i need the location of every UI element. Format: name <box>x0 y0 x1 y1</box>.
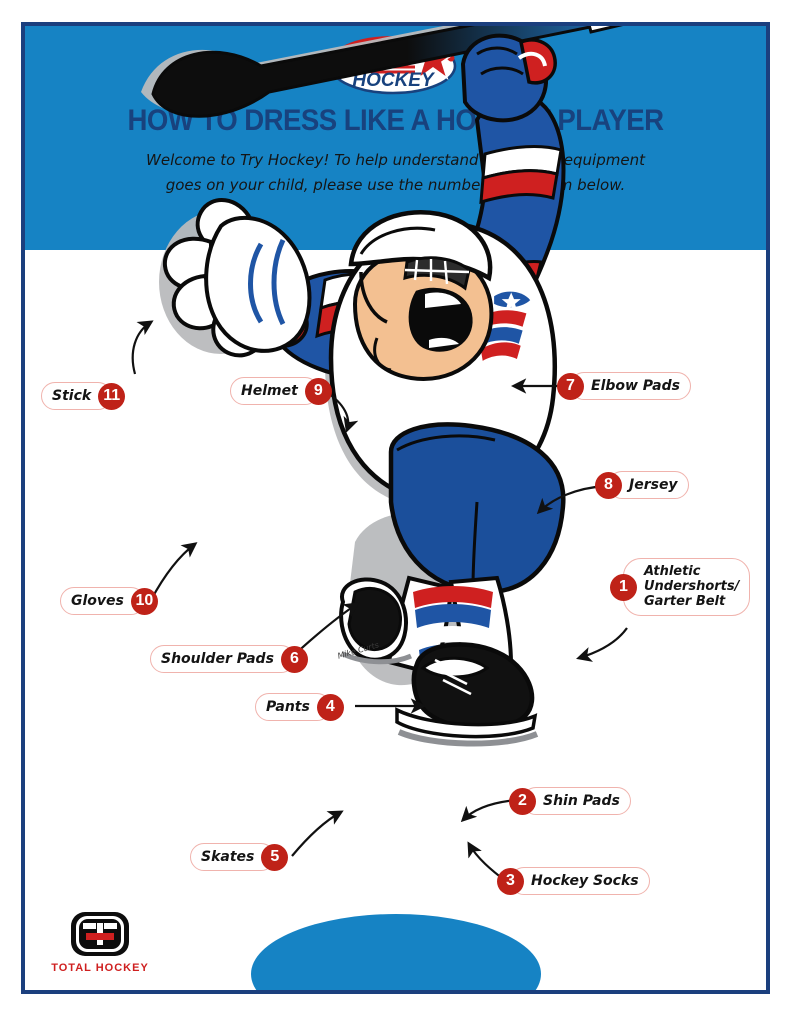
callout-athletic-undershorts[interactable]: Athletic Undershorts/ Garter Belt 1 <box>610 558 751 616</box>
callout-label: Skates <box>190 843 276 871</box>
callout-gloves[interactable]: Gloves 10 <box>60 586 158 616</box>
callout-jersey[interactable]: Jersey 8 <box>595 470 689 500</box>
svg-text:HOCKEY: HOCKEY <box>352 70 436 91</box>
callout-number: 7 <box>557 372 584 400</box>
callout-skates[interactable]: Skates 5 <box>190 842 289 872</box>
callout-label: Hockey Socks <box>510 867 650 895</box>
callout-number: 9 <box>304 377 332 405</box>
callout-hockey-socks[interactable]: Hockey Socks 3 <box>497 866 650 896</box>
callout-pants[interactable]: Pants 4 <box>255 692 344 722</box>
header-band: USA HOCKEY HOW TO DRESS LIKE A HOCKEY PL… <box>25 26 766 250</box>
total-hockey-logo <box>71 912 129 956</box>
callout-number: 4 <box>316 693 344 721</box>
callout-label-line-3: Garter Belt <box>644 594 726 609</box>
callout-shin-pads[interactable]: Shin Pads 2 <box>509 786 631 816</box>
subtitle-line-1: Welcome to Try Hockey! To help understan… <box>146 151 645 169</box>
callout-number: 1 <box>610 573 637 601</box>
subtitle-line-2: goes on your child, please use the numbe… <box>165 176 626 194</box>
total-hockey-wordmark: TOTAL HOCKEY <box>51 962 149 974</box>
callout-stick[interactable]: Stick 11 <box>41 381 126 411</box>
callout-label: Shoulder Pads <box>150 645 295 673</box>
callout-label: Elbow Pads <box>570 372 691 400</box>
callout-helmet[interactable]: Helmet 9 <box>230 376 332 406</box>
callout-number: 2 <box>509 787 536 815</box>
callout-label: Gloves <box>60 587 145 615</box>
ice-surface-ellipse <box>250 914 541 990</box>
callout-number: 11 <box>98 382 126 410</box>
subtitle: Welcome to Try Hockey! To help understan… <box>25 148 766 198</box>
callout-label: Shin Pads <box>522 787 631 815</box>
callout-number: 8 <box>595 471 622 499</box>
callout-label: Helmet <box>230 377 319 405</box>
page-title: HOW TO DRESS LIKE A HOCKEY PLAYER <box>127 104 664 137</box>
callout-label: Pants <box>255 693 331 721</box>
callout-number: 5 <box>261 843 289 871</box>
poster-frame: USA HOCKEY HOW TO DRESS LIKE A HOCKEY PL… <box>21 22 770 994</box>
diagram-area <box>25 250 766 990</box>
callout-number: 6 <box>280 645 308 673</box>
callout-number: 3 <box>497 867 524 895</box>
callout-elbow-pads[interactable]: Elbow Pads 7 <box>557 371 691 401</box>
callout-label: Athletic Undershorts/ Garter Belt <box>623 558 751 616</box>
callout-label-line-2: Undershorts/ <box>644 579 740 594</box>
callout-label: Jersey <box>608 471 689 499</box>
callout-number: 10 <box>130 587 158 615</box>
usa-hockey-logo: USA HOCKEY <box>329 35 458 95</box>
callout-shoulder-pads[interactable]: Shoulder Pads 6 <box>150 644 308 674</box>
callout-label-line-1: Athletic <box>644 564 701 579</box>
